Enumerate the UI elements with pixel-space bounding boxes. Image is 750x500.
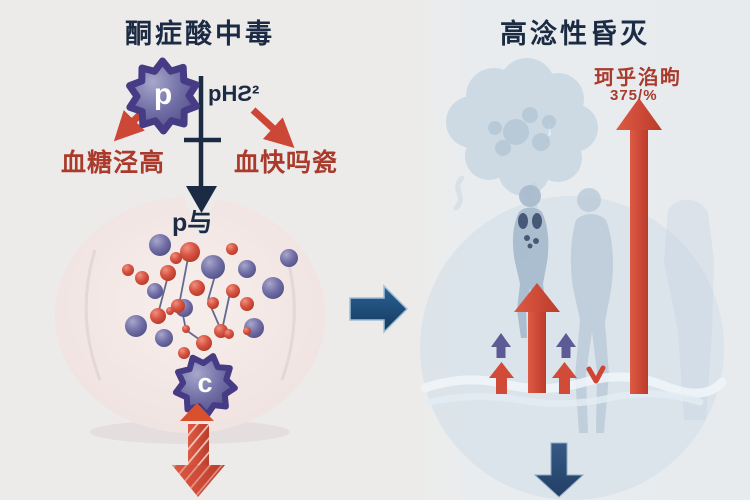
red-sphere [182, 325, 190, 333]
red-sphere [226, 243, 238, 255]
purple-sphere [147, 283, 163, 299]
purple-sphere [262, 277, 284, 299]
red-sphere [180, 242, 200, 262]
arrow-down-right [250, 107, 295, 148]
red-sphere [170, 252, 182, 264]
organ-detail [518, 213, 542, 249]
wave-line-1 [420, 372, 727, 398]
right-title: 高淰性昏灭 [500, 19, 650, 49]
red-sphere [135, 271, 149, 285]
purple-sphere [201, 255, 225, 279]
wave-line-2 [426, 390, 704, 408]
small-purple-arrow-2 [556, 333, 576, 358]
red-sphere [226, 284, 240, 298]
red-sphere [122, 264, 134, 276]
osmolality-caption: 珂乎淊昫 [594, 67, 682, 89]
ph-label: pHƧ² [208, 81, 260, 106]
cell-fold-left [84, 249, 102, 381]
red-sphere [189, 280, 205, 296]
enzyme-c-blob [172, 353, 238, 418]
silhouette-a-head [519, 185, 541, 207]
left-title: 酮症酸中毒 [125, 19, 275, 49]
cell-notch [184, 196, 216, 242]
red-sphere [160, 265, 176, 281]
red-check-mark [586, 365, 606, 384]
purple-sphere [238, 260, 256, 278]
red-sphere [207, 297, 219, 309]
striped-down-arrow [172, 403, 225, 497]
molecule-link [221, 292, 231, 331]
silhouette-faint [664, 199, 714, 420]
transition-right-arrow [349, 284, 409, 334]
red-sphere [166, 307, 174, 315]
red-sphere [224, 329, 234, 339]
enzyme-c-label: c [197, 368, 213, 398]
small-purple-arrow-1 [491, 333, 511, 358]
osmolality-value: 375/% [610, 87, 658, 104]
ketone-label: 血快吗瓷 [234, 149, 339, 177]
molecule-link [179, 257, 189, 301]
ph-inhibit-arrow [184, 76, 221, 213]
navy-down-arrow [533, 442, 585, 498]
cell-body [55, 197, 325, 433]
silhouette-b-head [577, 188, 601, 212]
purple-sphere [149, 234, 171, 256]
mid-red-arrow [514, 283, 560, 393]
purple-sphere [155, 329, 173, 347]
red-sphere [243, 327, 251, 335]
enzyme-p-blob [126, 57, 200, 135]
brain-icon [446, 58, 598, 196]
enzyme-p-label: p [153, 78, 173, 111]
molecule-link [157, 275, 169, 315]
small-red-arrow-2 [552, 362, 577, 394]
glucose-label: 血糖泾高 [61, 149, 166, 177]
tall-red-arrow [616, 98, 662, 394]
molecule-spheres [122, 234, 298, 359]
purple-sphere [125, 315, 147, 337]
red-sphere [178, 347, 190, 359]
red-sphere [196, 335, 212, 351]
brain-folds [488, 107, 556, 156]
red-sphere [171, 299, 185, 313]
red-sphere [150, 308, 166, 324]
small-red-arrow-1 [489, 362, 514, 394]
p5-label: p与 [172, 209, 213, 237]
purple-sphere [280, 249, 298, 267]
red-sphere [240, 297, 254, 311]
wisp-squiggle [453, 175, 465, 211]
